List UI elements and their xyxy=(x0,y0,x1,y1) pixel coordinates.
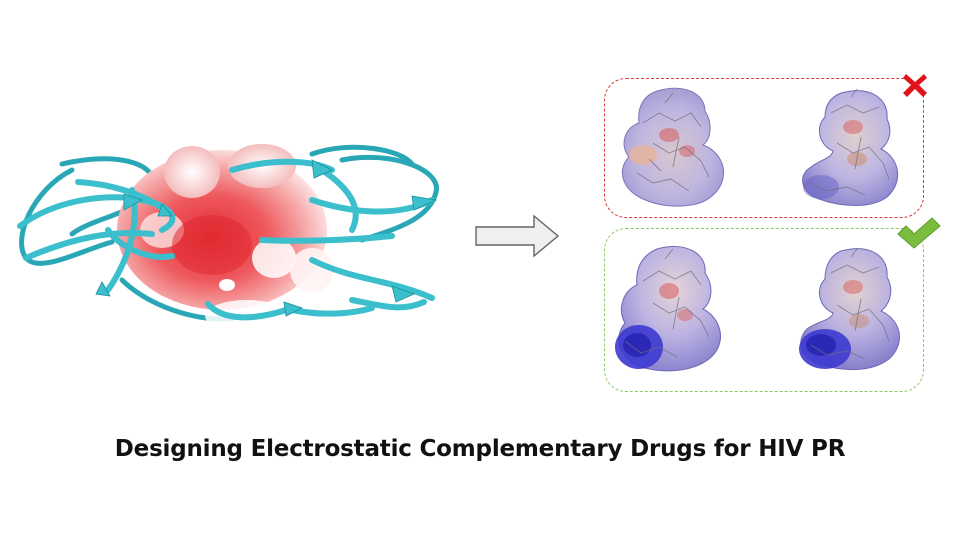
figure-caption: Designing Electrostatic Complementary Dr… xyxy=(114,436,846,462)
strand-arrowheads xyxy=(95,159,438,317)
rejected-candidates-panel xyxy=(604,78,924,218)
molecule-surface xyxy=(615,245,721,372)
electrostatic-surface xyxy=(117,144,334,332)
accepted-candidates-panel xyxy=(604,228,924,392)
hiv-protease-structure xyxy=(17,144,439,332)
molecule-surface xyxy=(802,88,899,206)
cross-icon xyxy=(903,74,927,97)
molecule-surface xyxy=(799,248,900,371)
ribbon-front xyxy=(17,158,435,321)
check-icon xyxy=(897,217,941,249)
right-arrow-icon xyxy=(475,214,560,258)
molecule-surface xyxy=(621,87,724,207)
